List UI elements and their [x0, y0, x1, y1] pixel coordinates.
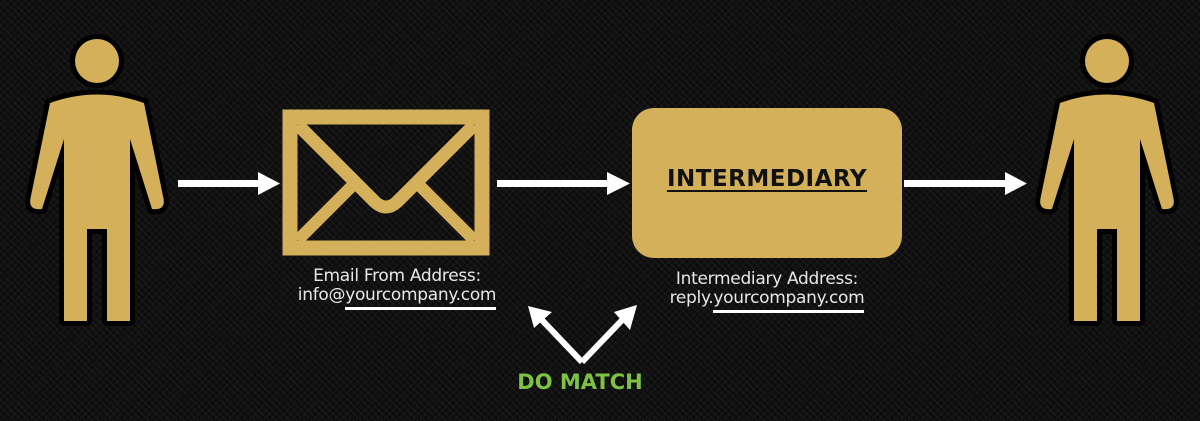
- email-from-caption: Email From Address: info@yourcompany.com: [262, 266, 532, 310]
- intermediary-domain: yourcompany.com: [713, 288, 865, 313]
- match-arrows-icon: [528, 305, 637, 365]
- email-from-prefix: info@: [297, 285, 346, 305]
- intermediary-address-label: Intermediary Address:: [675, 269, 859, 289]
- arrow-intermediary-to-recipient: [904, 172, 1027, 195]
- sender-person-icon: [30, 39, 164, 321]
- intermediary-title: INTERMEDIARY: [666, 166, 868, 192]
- email-from-label: Email From Address:: [313, 266, 481, 286]
- email-from-domain: yourcompany.com: [345, 285, 496, 310]
- intermediary-caption: Intermediary Address: reply.yourcompany.…: [632, 269, 902, 313]
- arrow-email-to-intermediary: [497, 172, 630, 195]
- recipient-person-icon: [1040, 39, 1174, 321]
- intermediary-address: reply.yourcompany.com: [632, 288, 902, 313]
- intermediary-box: [632, 108, 902, 258]
- arrow-sender-to-email: [178, 172, 280, 195]
- envelope-icon: [282, 109, 490, 256]
- email-from-address: info@yourcompany.com: [262, 285, 532, 310]
- do-match-label: DO MATCH: [517, 370, 643, 394]
- intermediary-prefix: reply.: [669, 288, 714, 308]
